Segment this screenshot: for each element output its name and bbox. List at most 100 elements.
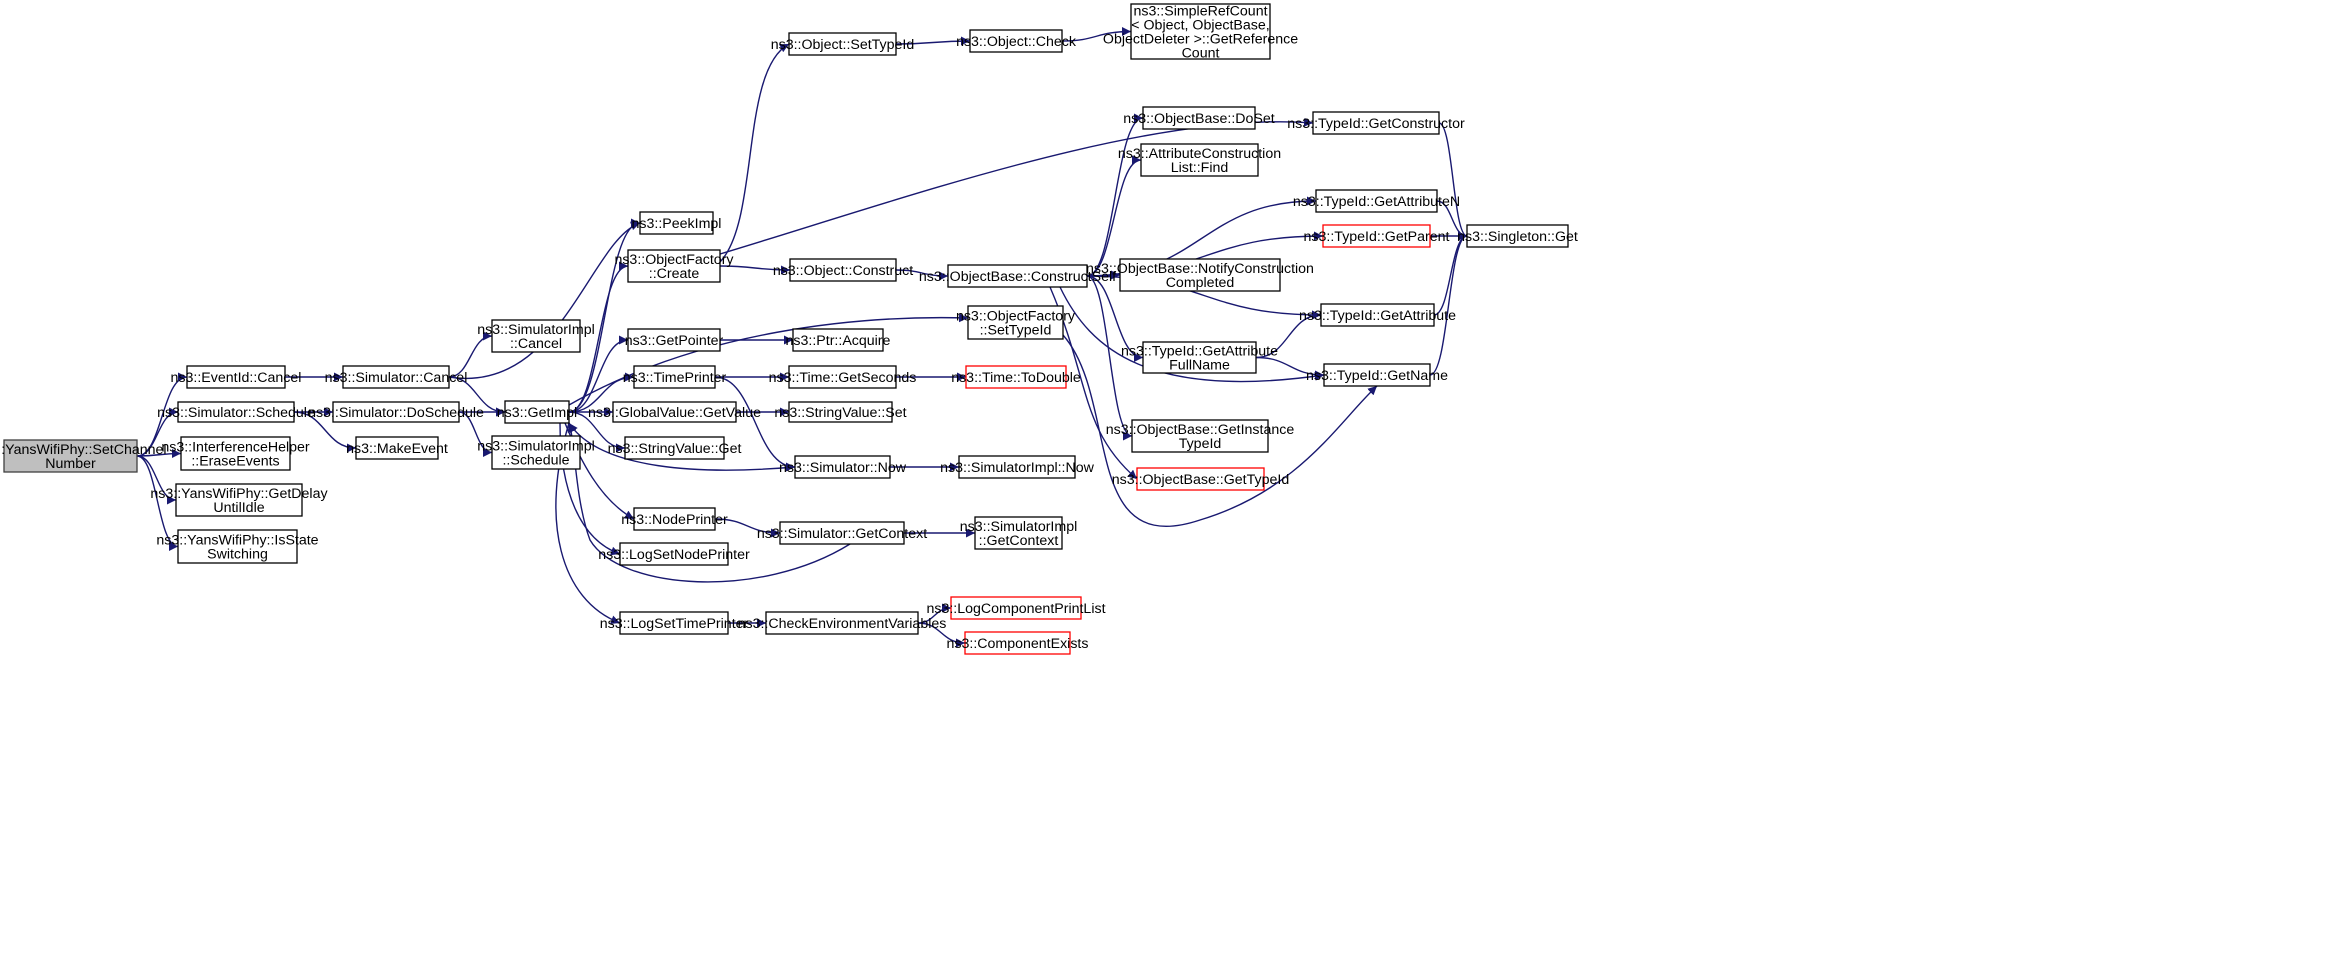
node-box xyxy=(491,435,581,470)
node-label: ns3::NodePrinter xyxy=(621,512,728,528)
edge-tid_getname-to-singleton_get xyxy=(1429,231,1468,376)
edge-obj_check-to-simplerefcount xyxy=(1061,27,1132,42)
node-ih-erase[interactable]: ns3::InterferenceHelper::EraseEvents xyxy=(161,436,310,471)
node-label: ns3::Simulator::Now xyxy=(779,460,907,476)
node-box xyxy=(1322,224,1431,248)
node-box xyxy=(1140,143,1259,177)
node-box xyxy=(1119,258,1281,292)
edge-ob_constructself-to-ob_getinstance xyxy=(1086,275,1133,441)
node-box xyxy=(1142,106,1256,130)
node-label: ns3::SimulatorImpl xyxy=(477,322,594,338)
node-label: ns3::Ptr::Acquire xyxy=(786,333,891,349)
node-box xyxy=(967,305,1064,340)
node-box xyxy=(3,439,138,473)
edge-obj_construct-to-ob_constructself xyxy=(895,269,949,281)
node-sv-get[interactable]: ns3::StringValue::Get xyxy=(608,436,742,460)
node-label: ns3::ComponentExists xyxy=(947,636,1089,652)
node-simimpl-getcontext[interactable]: ns3::SimulatorImpl::GetContext xyxy=(960,516,1077,550)
node-box xyxy=(965,365,1067,389)
node-tid-getattribute[interactable]: ns3::TypeId::GetAttribute xyxy=(1299,303,1456,327)
node-makeevent[interactable]: ns3::MakeEvent xyxy=(346,436,448,460)
node-label: Switching xyxy=(207,547,268,563)
node-label: ns3::ObjectBase::ConstructSelf xyxy=(919,269,1116,285)
edges-layer xyxy=(136,27,1468,648)
edge-root-to-sim_schedule xyxy=(136,407,179,457)
node-simimpl-cancel[interactable]: ns3::SimulatorImpl::Cancel xyxy=(477,319,595,353)
edge-root-to-ih_erase xyxy=(136,449,182,459)
node-getpointer[interactable]: ns3::GetPointer xyxy=(625,328,724,352)
node-box xyxy=(1136,467,1265,491)
node-eid-cancel[interactable]: ns3::EventId::Cancel xyxy=(171,365,302,389)
node-ptr-acquire[interactable]: ns3::Ptr::Acquire xyxy=(786,328,891,352)
node-tid-getparent[interactable]: ns3::TypeId::GetParent xyxy=(1304,224,1450,248)
edge-sim_doschedule-to-simimpl_schedule xyxy=(458,411,493,457)
node-label: ns3::TypeId::GetParent xyxy=(1304,229,1450,245)
node-box xyxy=(947,264,1088,288)
node-getimpl[interactable]: ns3::GetImpl xyxy=(497,400,577,424)
node-logsetnode[interactable]: ns3::LogSetNodePrinter xyxy=(598,542,750,566)
node-label: ns3::MakeEvent xyxy=(346,441,448,457)
node-label: ns3::TypeId::GetAttributeN xyxy=(1293,194,1460,210)
node-simimpl-schedule[interactable]: ns3::SimulatorImpl::Schedule xyxy=(477,435,595,470)
node-ob-constructself[interactable]: ns3::ObjectBase::ConstructSelf xyxy=(919,264,1116,288)
node-nodeprinter[interactable]: ns3::NodePrinter xyxy=(621,507,728,531)
node-box xyxy=(491,319,581,353)
node-label: ns3::LogSetNodePrinter xyxy=(598,547,750,563)
node-timeprinter[interactable]: ns3::TimePrinter xyxy=(623,365,727,389)
node-time-getseconds[interactable]: ns3::Time::GetSeconds xyxy=(769,365,917,389)
edge-sim_now-to-getimpl xyxy=(568,422,796,471)
node-box xyxy=(624,436,725,460)
node-box xyxy=(175,483,303,517)
node-sim-cancel[interactable]: ns3::Simulator::Cancel xyxy=(325,365,468,389)
node-label: ns3::GlobalValue::GetValue xyxy=(588,405,761,421)
node-box xyxy=(504,400,570,424)
node-of-settypeid[interactable]: ns3::ObjectFactory::SetTypeId xyxy=(956,305,1076,340)
node-ob-gettypeid[interactable]: ns3::ObjectBase::GetTypeId xyxy=(1112,467,1289,491)
node-box xyxy=(619,542,729,566)
node-tid-getattributen[interactable]: ns3::TypeId::GetAttributeN xyxy=(1293,189,1460,213)
node-obj-settypeid[interactable]: ns3::Object::SetTypeId xyxy=(771,32,915,56)
node-sim-getcontext[interactable]: ns3::Simulator::GetContext xyxy=(757,521,927,545)
node-singleton-get[interactable]: ns3::Singleton::Get xyxy=(1457,224,1578,248)
node-label: ns3::StringValue::Get xyxy=(608,441,742,457)
node-sim-doschedule[interactable]: ns3::Simulator::DoSchedule xyxy=(308,401,484,423)
node-obj-construct[interactable]: ns3::Object::Construct xyxy=(773,258,913,282)
edge-tid_getattrfullname-to-tid_getname xyxy=(1255,356,1325,380)
node-box xyxy=(1466,224,1569,248)
node-ob-notify[interactable]: ns3::ObjectBase::NotifyConstructionCompl… xyxy=(1086,258,1314,292)
node-label: Completed xyxy=(1166,275,1235,291)
node-box xyxy=(788,365,897,389)
node-sim-now[interactable]: ns3::Simulator::Now xyxy=(779,455,907,479)
node-logcompprint[interactable]: ns3::LogComponentPrintList xyxy=(926,596,1106,620)
node-peekimpl[interactable]: ns3::PeekImpl xyxy=(632,211,722,235)
node-ob-doset[interactable]: ns3::ObjectBase::DoSet xyxy=(1123,106,1275,130)
node-gv-getvalue[interactable]: ns3::GlobalValue::GetValue xyxy=(588,401,761,423)
node-simplerefcount[interactable]: ns3::SimpleRefCount< Object, ObjectBase,… xyxy=(1103,3,1298,62)
node-sv-set[interactable]: ns3::StringValue::Set xyxy=(774,401,907,423)
node-of-create[interactable]: ns3::ObjectFactory::Create xyxy=(614,249,734,283)
node-box xyxy=(177,529,298,564)
node-logsettime[interactable]: ns3::LogSetTimePrinter xyxy=(600,611,749,635)
edge-nodeprinter-to-sim_getcontext xyxy=(714,518,781,538)
node-sim-schedule[interactable]: ns3::Simulator::Schedule xyxy=(157,401,315,423)
node-compexists[interactable]: ns3::ComponentExists xyxy=(947,631,1089,655)
node-label: ns3::YansWifiPhy::GetDelay xyxy=(150,486,328,502)
node-box xyxy=(765,611,919,635)
node-box xyxy=(633,507,716,531)
node-tid-getname[interactable]: ns3::TypeId::GetName xyxy=(1306,363,1448,387)
node-label: FullName xyxy=(1169,358,1230,374)
node-label: ns3::GetPointer xyxy=(625,333,724,349)
node-tid-getconstructor[interactable]: ns3::TypeId::GetConstructor xyxy=(1287,111,1465,135)
node-time-todouble[interactable]: ns3::Time::ToDouble xyxy=(951,365,1081,389)
node-box xyxy=(950,596,1082,620)
node-obj-check[interactable]: ns3::Object::Check xyxy=(956,29,1077,53)
node-simimpl-now[interactable]: ns3::SimulatorImpl::Now xyxy=(940,455,1095,479)
node-checkenv[interactable]: ns3::CheckEnvironmentVariables xyxy=(738,611,947,635)
